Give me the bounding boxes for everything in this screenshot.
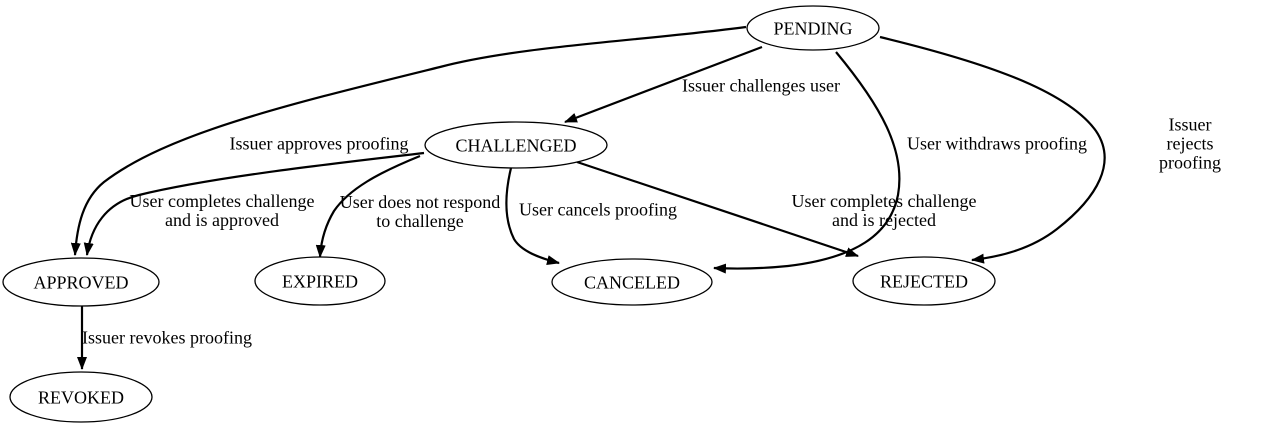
edge-challenged-to-rejected <box>576 160 859 258</box>
edge-pending-to-canceled <box>713 51 901 274</box>
edge-challenged-to-canceled <box>505 167 560 265</box>
node-canceled-label: CANCELED <box>584 272 680 293</box>
edge-label-issuer-rejects-proofing: Issuer rejects proofing <box>1159 114 1221 173</box>
edge-challenged-to-approved <box>83 151 425 256</box>
node-canceled-ellipse <box>551 258 713 306</box>
edge-label-user-cancels-proofing: User cancels proofing <box>519 199 677 220</box>
node-revoked-label: REVOKED <box>38 387 124 408</box>
edge-challenged-to-expired <box>315 154 421 258</box>
edge-pending-to-approved <box>70 25 747 256</box>
node-expired-label: EXPIRED <box>282 271 358 292</box>
node-approved-label: APPROVED <box>33 272 129 293</box>
node-pending-label: PENDING <box>773 18 853 39</box>
edge-label-issuer-challenges-user: Issuer challenges user <box>682 75 840 96</box>
edge-label-user-does-not-respond: User does not respond to challenge <box>339 191 501 231</box>
node-challenged-ellipse <box>424 121 608 169</box>
edge-pending-to-challenged <box>564 45 763 124</box>
node-approved-ellipse <box>2 257 160 307</box>
node-rejected-ellipse <box>852 256 996 306</box>
edge-label-user-completes-challenge-rejected: User completes challenge and is rejected <box>791 190 977 230</box>
node-revoked-ellipse <box>9 371 153 423</box>
node-pending-ellipse <box>746 5 880 51</box>
edge-label-user-withdraws-proofing: User withdraws proofing <box>907 133 1087 154</box>
node-challenged-label: CHALLENGED <box>455 135 577 156</box>
node-expired-ellipse <box>254 256 386 306</box>
edge-label-issuer-revokes-proofing: Issuer revokes proofing <box>82 327 252 348</box>
node-rejected-label: REJECTED <box>880 271 968 292</box>
edge-label-user-completes-challenge-approved: User completes challenge and is approved <box>129 190 315 230</box>
edge-pending-to-rejected <box>879 35 1106 264</box>
edge-label-issuer-approves-proofing: Issuer approves proofing <box>229 133 409 154</box>
